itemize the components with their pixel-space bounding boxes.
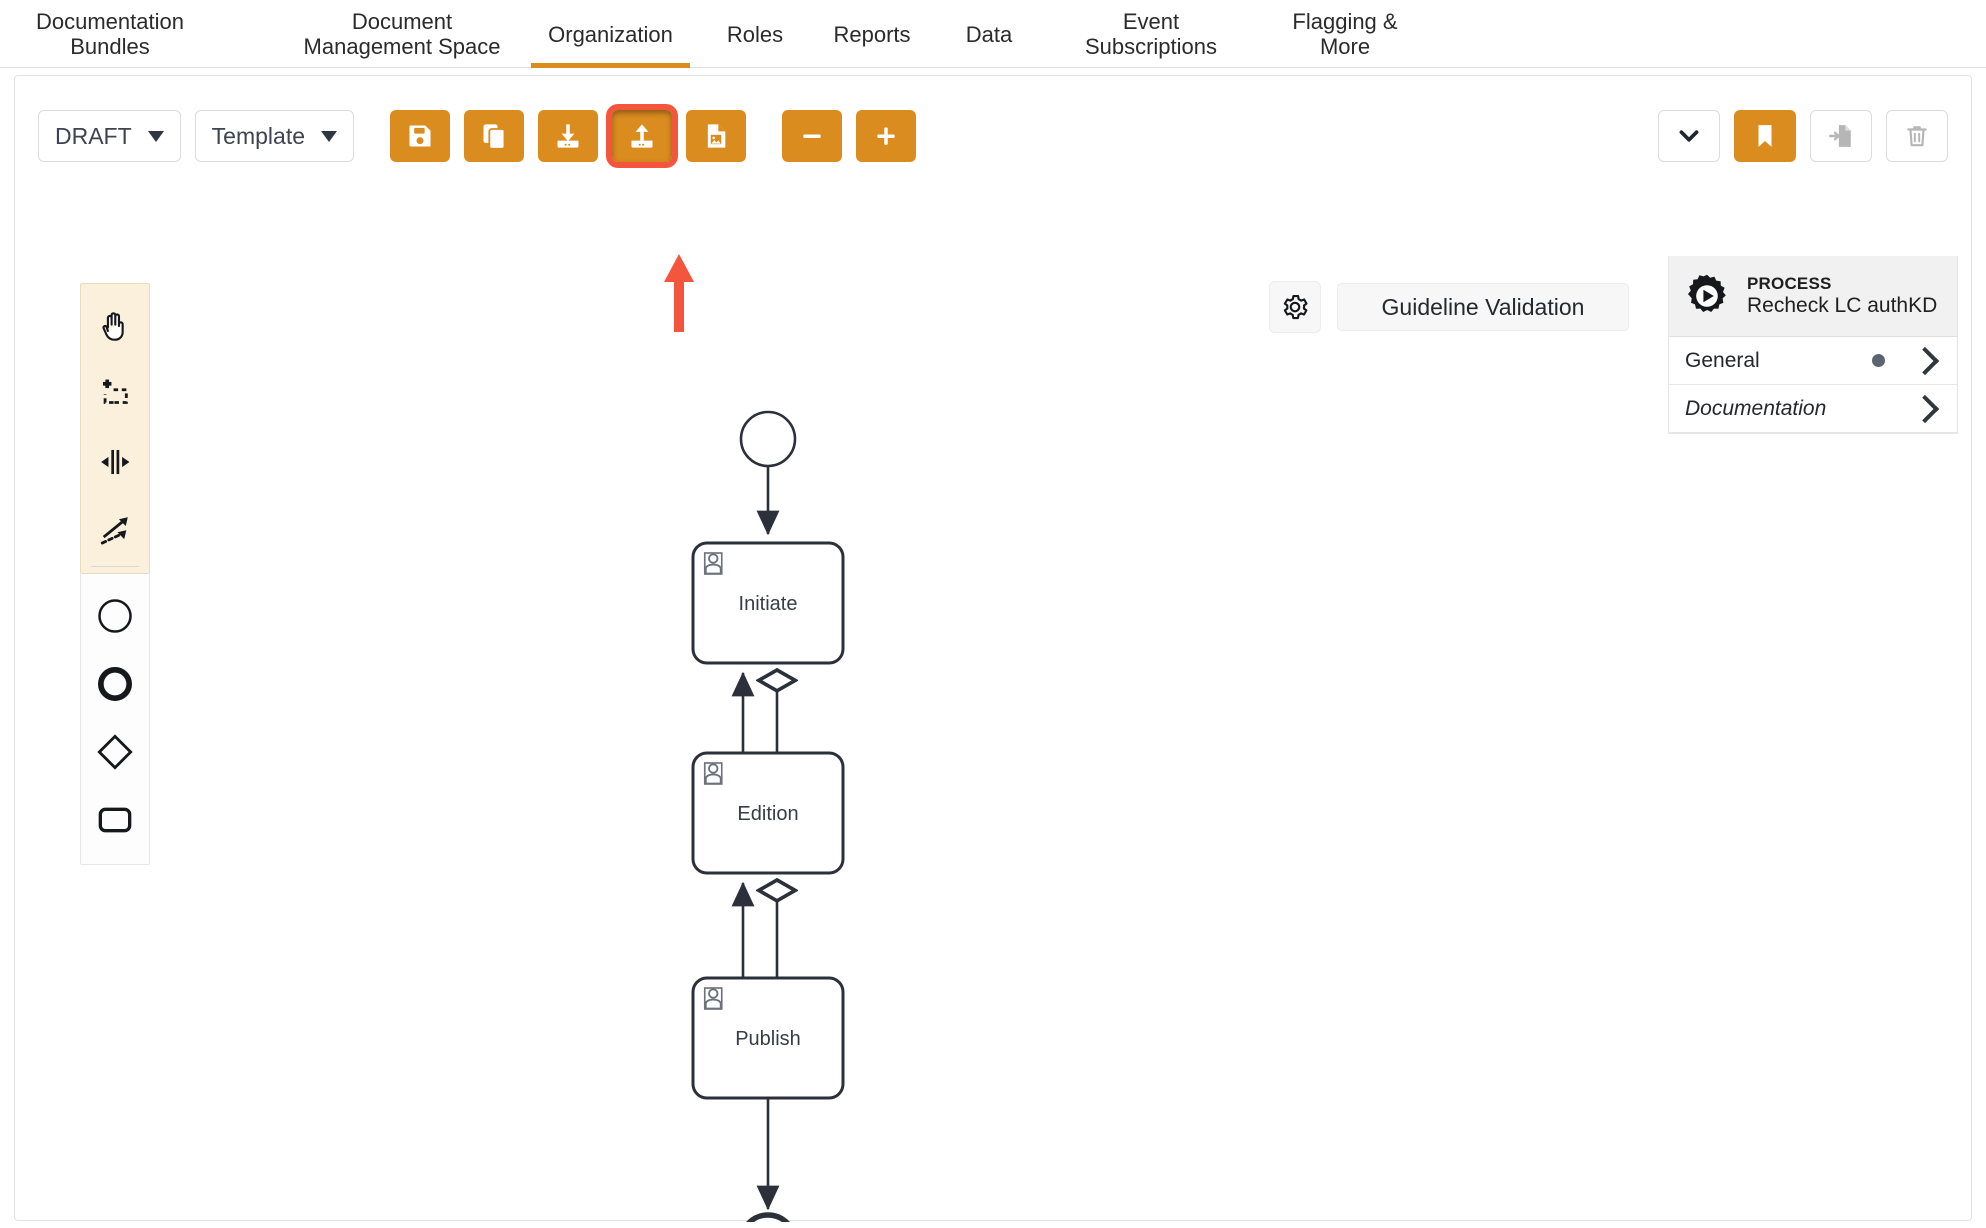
template-select[interactable]: Template [194,110,354,162]
rounded-rect-icon [98,807,132,833]
space-tool-icon [101,449,130,475]
nav-tab-event-subscriptions[interactable]: Event Subscriptions [1046,0,1256,68]
properties-panel: PROCESS Recheck LC authKD General Docume… [1668,256,1958,434]
save-button[interactable] [390,110,450,162]
expand-panel-button[interactable] [1658,110,1720,162]
hand-tool[interactable] [81,292,149,360]
diagram-node-end-event[interactable] [741,1212,795,1222]
copy-button[interactable] [464,110,524,162]
properties-kind-label: PROCESS [1747,273,1832,293]
chevron-down-icon [147,130,164,142]
validation-settings-button[interactable] [1269,281,1321,333]
properties-row-label: General [1685,348,1760,372]
bookmark-button[interactable] [1734,110,1796,162]
nav-tab-label: Roles [726,21,784,47]
nav-tab-flagging-and-more[interactable]: Flagging & More [1265,0,1425,68]
process-editor-frame: DRAFT Template [14,75,1973,1222]
nav-tab-label: Data [965,21,1013,47]
nav-tab-document-management-space[interactable]: Document Management Space [268,0,536,68]
palette-shapes-group [80,574,150,865]
guideline-validation-label: Guideline Validation [1381,293,1585,320]
zoom-out-button[interactable] [782,110,842,162]
gear-play-icon [1688,274,1726,312]
node-label: Publish [735,1028,801,1050]
nav-tab-organization[interactable]: Organization [523,0,698,68]
task-shape[interactable] [81,786,149,854]
save-floppy-icon [409,125,431,147]
properties-row-label: Documentation [1685,396,1827,420]
user-task-icon [703,552,723,575]
template-select-value: Template [211,122,305,149]
editor-toolbar-left: DRAFT Template [38,104,916,168]
nav-tab-label: Documentation Bundles [36,9,184,59]
nav-tab-label: Document Management Space [303,9,501,59]
node-label: Edition [737,803,798,825]
thin-circle-icon [98,599,132,633]
guideline-validation-button[interactable]: Guideline Validation [1337,283,1629,331]
chevron-down-icon [1679,130,1699,142]
properties-panel-header[interactable]: PROCESS Recheck LC authKD [1669,256,1957,337]
nav-tab-data[interactable]: Data [945,0,1033,68]
import-document-icon [1828,125,1851,147]
download-button[interactable] [538,110,598,162]
zoom-in-button[interactable] [856,110,916,162]
start-event-shape[interactable] [81,582,149,650]
diagram-node-publish[interactable]: Publish [691,976,845,1100]
chevron-down-icon [321,130,337,142]
nav-tab-label: Reports [833,21,911,47]
lasso-tool[interactable] [81,360,149,428]
nav-tab-label: Event Subscriptions [1084,9,1218,59]
nav-tab-roles[interactable]: Roles [710,0,800,68]
end-event-shape[interactable] [81,650,149,718]
status-select[interactable]: DRAFT [38,110,181,162]
user-task-icon [703,987,723,1010]
connect-tool[interactable] [81,496,149,564]
diamond-icon [97,734,133,770]
minus-icon [803,134,821,138]
diagram-node-edition[interactable]: Edition [691,751,845,875]
diagram-node-initiate[interactable]: Initiate [691,541,845,665]
status-select-value: DRAFT [55,122,132,149]
nav-tab-documentation-bundles[interactable]: Documentation Bundles [10,0,210,68]
delete-button[interactable] [1886,110,1948,162]
gear-icon [1283,294,1308,320]
lasso-select-icon [102,379,128,404]
gateway-shape[interactable] [81,718,149,786]
bookmark-icon [1758,125,1772,147]
status-dot-indicator [1872,354,1885,367]
node-label: Initiate [739,593,798,615]
import-document-button[interactable] [1810,110,1872,162]
copy-icon [483,124,506,150]
properties-row-documentation[interactable]: Documentation [1669,385,1957,433]
plus-icon [877,127,895,145]
nav-tab-label: Organization [548,21,673,47]
palette-divider [91,566,139,567]
document-image-icon [707,124,726,148]
bpmn-diagram-canvas[interactable]: Initiate Edition P [15,144,1973,1222]
connect-arrow-icon [100,517,128,545]
download-icon [557,124,579,148]
space-tool[interactable] [81,428,149,496]
upload-icon [631,124,653,148]
hand-icon [102,312,124,341]
nav-tab-reports[interactable]: Reports [812,0,932,68]
user-task-icon [703,762,723,785]
export-image-button[interactable] [686,110,746,162]
top-navigation-bar: Documentation Bundles Document Managemen… [0,0,1986,68]
validation-bar: Guideline Validation [1269,281,1629,333]
trash-icon [1907,126,1927,147]
properties-header-text: PROCESS Recheck LC authKD [1747,274,1937,319]
properties-row-general[interactable]: General [1669,337,1957,385]
nav-tab-label: Flagging & More [1292,9,1398,59]
thick-circle-icon [98,667,132,701]
nav-tab-underline [531,63,690,68]
element-palette [80,283,150,865]
diagram-node-start-event[interactable] [739,410,797,468]
upload-button[interactable] [606,104,678,168]
editor-toolbar-right [1658,110,1948,162]
palette-tools-group [80,283,150,574]
properties-name-label: Recheck LC authKD [1747,293,1938,317]
